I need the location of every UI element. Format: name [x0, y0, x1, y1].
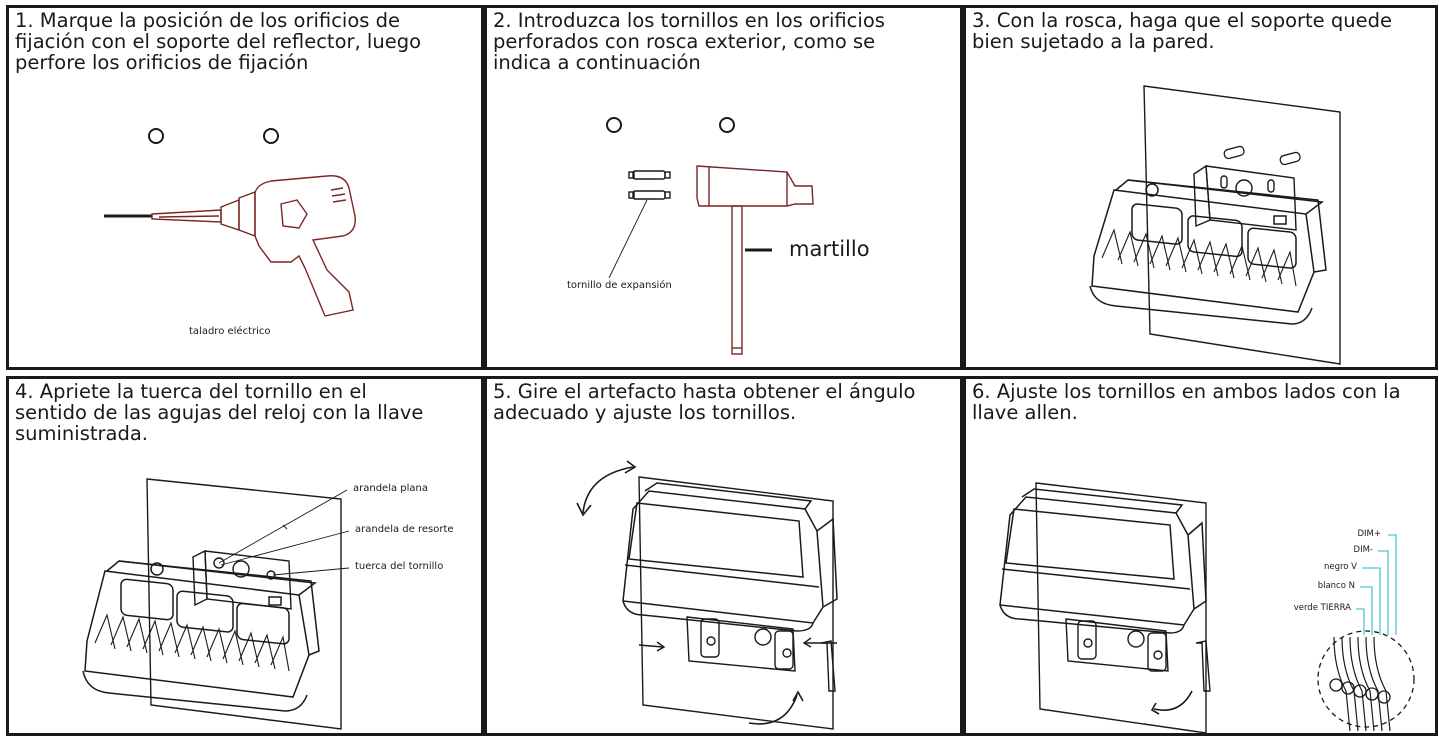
step-3-panel: 3. Con la rosca, haga que el soporte que…: [963, 5, 1438, 370]
step-6-instruction: 6. Ajuste los tornillos en ambos lados c…: [972, 380, 1401, 424]
wall-panel: [638, 476, 834, 730]
wire-label-black-v: negro V: [1323, 562, 1357, 572]
wire-label-white-n: blanco N: [1317, 581, 1355, 591]
wire-label-dim-plus: DIM+: [1357, 529, 1381, 539]
rotate-arrow-top-icon: [576, 460, 637, 517]
nut-tightening-illustration: [82, 478, 350, 730]
step-3-instruction: 3. Con la rosca, haga que el soporte que…: [972, 9, 1392, 53]
flat-washer-label: arandela plana: [353, 483, 429, 494]
screw-arrows: [638, 637, 837, 652]
wall-panel: [1035, 482, 1207, 733]
drill-illustration: [104, 128, 356, 317]
anchor-bolts: [1223, 145, 1301, 166]
expansion-screw-icon: [608, 170, 671, 279]
expansion-screw-label: tornillo de expansión: [567, 280, 672, 291]
step-1-instruction: 1. Marque la posición de los orificios d…: [15, 9, 422, 74]
rotate-arrow-icon: [1150, 690, 1193, 715]
rotate-arrow-bottom-icon: [748, 690, 804, 725]
floodlight-fixture: [1089, 179, 1327, 325]
mounting-bracket: [1193, 164, 1297, 231]
spring-washer-label: arandela de resorte: [355, 524, 454, 535]
wiring-detail: [1317, 534, 1415, 732]
step-6-panel: 6. Ajuste los tornillos en ambos lados c…: [963, 376, 1438, 736]
wire-label-dim-minus: DIM-: [1353, 545, 1373, 555]
floodlight-fixture: [999, 488, 1207, 634]
electric-drill-icon: [104, 175, 356, 317]
floodlight-fixture: [622, 482, 838, 632]
hammer-anchor-illustration: [606, 117, 814, 355]
bracket-mounted-illustration: [1089, 85, 1341, 365]
mounting-bracket: [686, 616, 796, 672]
hole-mark-right: [719, 117, 735, 133]
screw-nut-label: tuerca del tornillo: [355, 561, 444, 572]
floodlight-fixture: [82, 560, 320, 712]
step-2-instruction: 2. Introduzca los tornillos en los orifi…: [493, 9, 885, 74]
drill-hole-mark-right: [263, 128, 279, 144]
allen-key-icon: [820, 640, 836, 692]
allen-key-icon: [1195, 640, 1211, 692]
allen-key-illustration: [999, 482, 1415, 733]
drill-hole-mark-left: [148, 128, 164, 144]
callout-lines: [218, 489, 350, 576]
step-4-instruction: 4. Apriete la tuerca del tornillo en el …: [15, 380, 424, 445]
step-5-panel: 5. Gire el artefacto hasta obtener el án…: [484, 376, 963, 736]
mounting-bracket: [1065, 618, 1169, 672]
drill-label: taladro eléctrico: [189, 326, 271, 337]
angle-adjust-illustration: [576, 460, 838, 730]
hole-mark-left: [606, 117, 622, 133]
wire-label-green-ground: verde TIERRA: [1293, 603, 1351, 613]
step-1-panel: 1. Marque la posición de los orificios d…: [6, 5, 484, 370]
hammer-label: martillo: [789, 237, 870, 261]
hammer-icon: [696, 165, 814, 355]
step-2-panel: 2. Introduzca los tornillos en los orifi…: [484, 5, 963, 370]
wall-panel: [146, 478, 342, 730]
step-4-panel: 4. Apriete la tuerca del tornillo en el …: [6, 376, 484, 736]
step-5-instruction: 5. Gire el artefacto hasta obtener el án…: [493, 380, 916, 424]
wall-panel: [1143, 85, 1341, 365]
